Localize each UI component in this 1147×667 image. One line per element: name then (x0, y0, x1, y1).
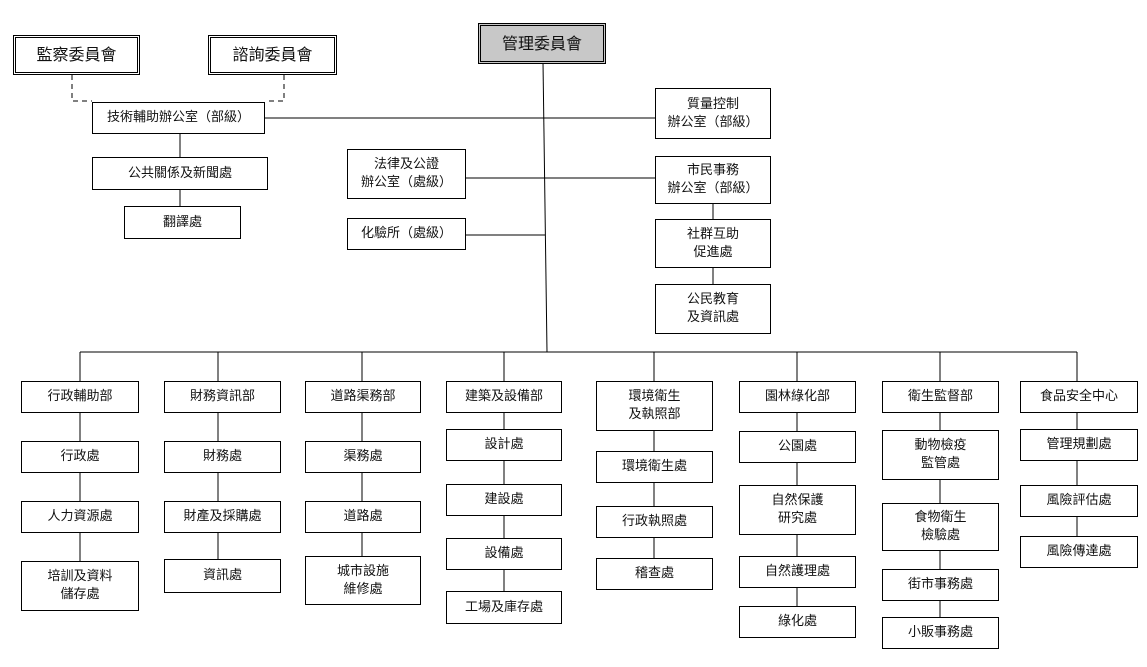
unit-box: 食物衛生 檢驗處 (882, 503, 999, 551)
unit-box: 環境衛生處 (596, 451, 713, 483)
unit-box: 街市事務處 (882, 569, 999, 601)
public-relations-box: 公共關係及新聞處 (92, 157, 268, 190)
unit-box: 公園處 (739, 431, 856, 463)
department-box: 園林綠化部 (739, 381, 856, 413)
department-box: 環境衛生 及執照部 (596, 381, 713, 431)
consultative-committee-box: 諮詢委員會 (208, 35, 337, 75)
unit-box: 自然護理處 (739, 556, 856, 588)
unit-box: 財產及採購處 (164, 501, 281, 533)
unit-box: 自然保護 研究處 (739, 485, 856, 535)
department-box: 道路渠務部 (305, 381, 421, 413)
department-box: 建築及設備部 (446, 381, 562, 413)
department-box: 財務資訊部 (164, 381, 281, 413)
unit-box: 風險傳達處 (1020, 536, 1138, 568)
supervisory-committee-box: 監察委員會 (13, 35, 140, 75)
unit-box: 稽查處 (596, 558, 713, 590)
unit-box: 設計處 (446, 429, 562, 461)
unit-box: 人力資源處 (21, 501, 139, 533)
unit-box: 工場及庫存處 (446, 591, 562, 624)
unit-box: 管理規劃處 (1020, 429, 1138, 461)
unit-box: 行政處 (21, 441, 139, 473)
legal-notary-office-box: 法律及公證 辦公室（處級） (347, 149, 466, 199)
unit-box: 小販事務處 (882, 617, 999, 649)
unit-box: 城市設施 維修處 (305, 556, 421, 605)
laboratory-box: 化驗所（處級） (347, 218, 466, 250)
unit-box: 行政執照處 (596, 506, 713, 538)
translation-box: 翻譯處 (124, 206, 241, 239)
department-box: 行政輔助部 (21, 381, 139, 413)
unit-box: 動物檢疫 監管處 (882, 430, 999, 480)
unit-box: 風險評估處 (1020, 485, 1138, 517)
unit-box: 渠務處 (305, 441, 421, 473)
civic-affairs-office-box: 市民事務 辦公室（部級） (655, 156, 771, 204)
department-box: 食品安全中心 (1020, 381, 1138, 413)
community-support-box: 社群互助 促進處 (655, 219, 771, 268)
unit-box: 財務處 (164, 441, 281, 473)
unit-box: 培訓及資料 儲存處 (21, 561, 139, 611)
management-committee-box: 管理委員會 (478, 23, 606, 64)
technical-support-office-box: 技術輔助辦公室（部級） (92, 102, 265, 134)
unit-box: 設備處 (446, 538, 562, 570)
unit-box: 資訊處 (164, 559, 281, 593)
unit-box: 建設處 (446, 484, 562, 516)
unit-box: 綠化處 (739, 606, 856, 638)
quality-control-office-box: 質量控制 辦公室（部級） (655, 88, 771, 139)
department-box: 衛生監督部 (882, 381, 999, 413)
unit-box: 道路處 (305, 501, 421, 533)
civic-education-box: 公民教育 及資訊處 (655, 284, 771, 334)
